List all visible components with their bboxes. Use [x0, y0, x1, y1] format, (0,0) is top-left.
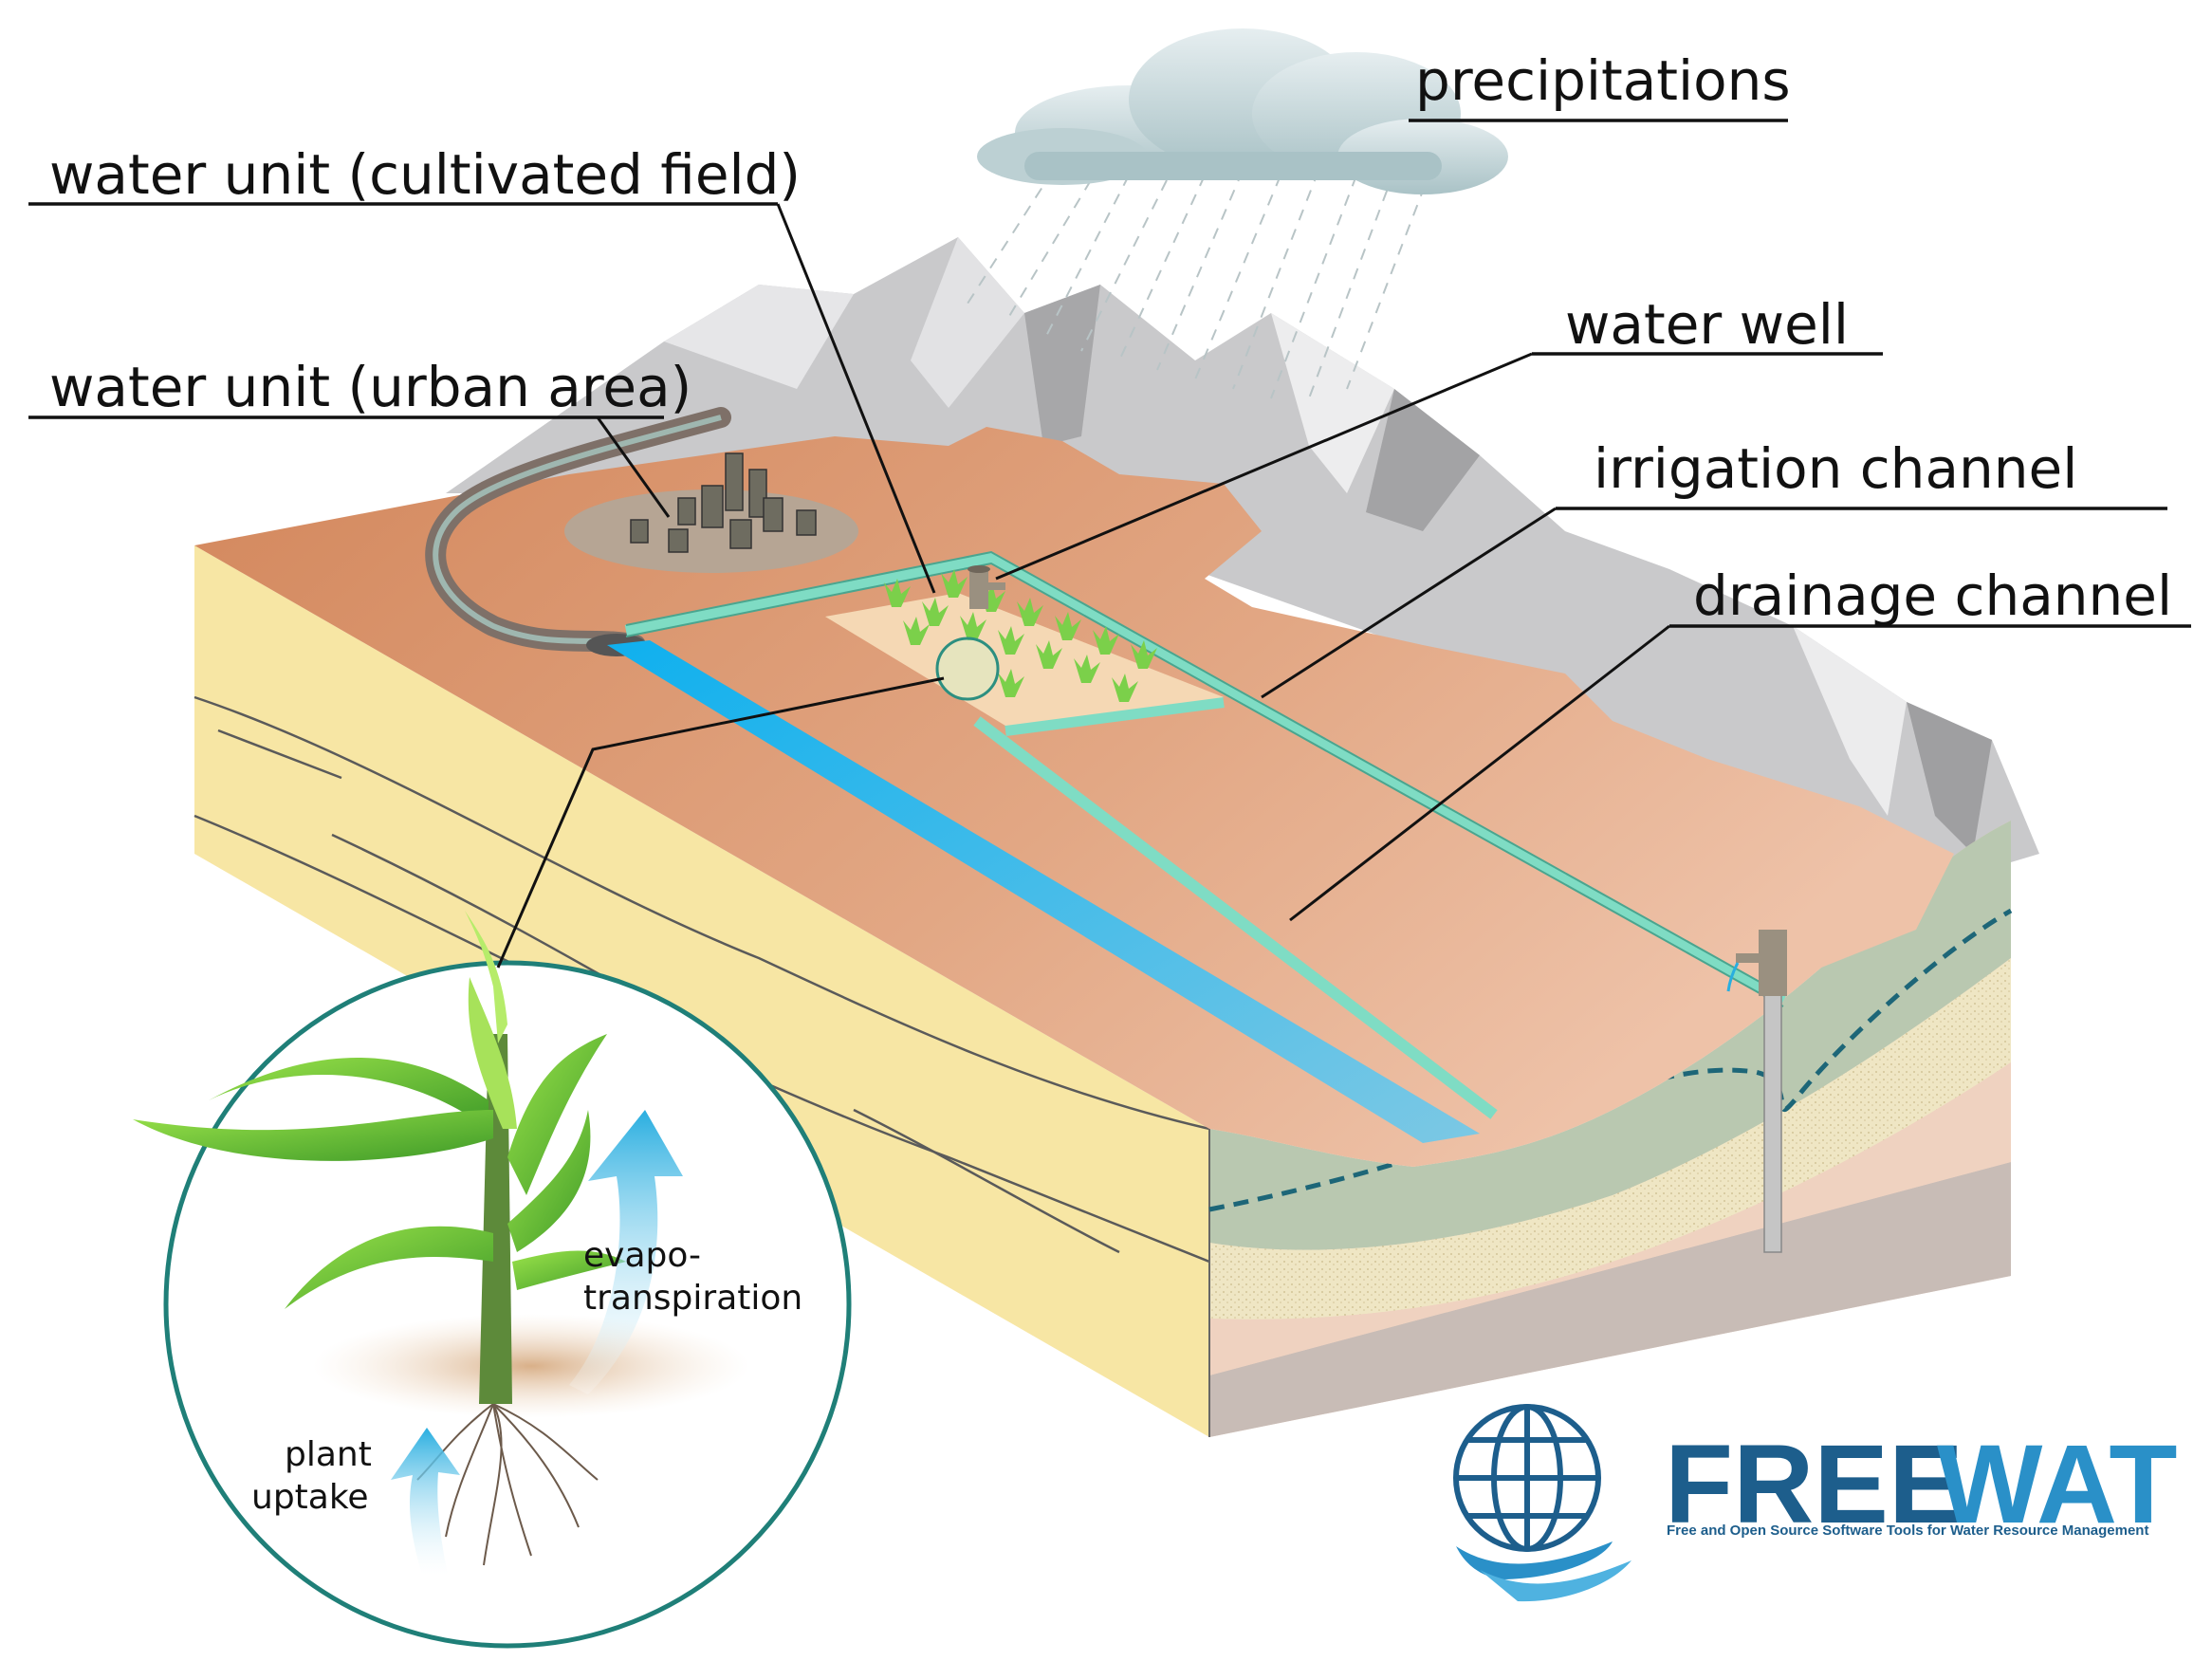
label-drainage-channel: drainage channel — [1693, 563, 2172, 628]
cultivated-field — [825, 569, 1224, 726]
urban-area — [564, 452, 858, 573]
magnifier-circle — [935, 637, 1000, 701]
label-transpiration: transpiration — [583, 1279, 802, 1318]
logo-name-part2: WAT — [1937, 1422, 2177, 1547]
label-water-unit-cultivated: water unit (cultivated field) — [49, 142, 801, 207]
irrigation-channel-network — [624, 552, 1786, 1119]
arrow-up-icon — [391, 1428, 460, 1575]
leader-lines — [28, 119, 2191, 969]
drainage-channel — [607, 640, 1480, 1143]
arrow-up-icon — [569, 1110, 683, 1394]
label-water-well: water well — [1565, 292, 1849, 357]
soil-block — [194, 545, 2013, 1437]
label-precipitations: precipitations — [1415, 48, 1791, 113]
rain-icon — [967, 165, 1433, 399]
well-icon — [1726, 930, 1787, 1253]
logo-name-part1: FREE — [1665, 1422, 1963, 1547]
label-irrigation-channel: irrigation channel — [1594, 436, 2077, 501]
corn-plant-icon — [884, 569, 1157, 702]
label-evapo: evapo- — [583, 1236, 701, 1275]
corn-plant-icon — [133, 911, 626, 1404]
globe-icon — [1453, 1404, 1601, 1552]
well-icon — [968, 565, 1005, 609]
label-water-unit-urban: water unit (urban area) — [49, 355, 691, 419]
wave-icon — [1456, 1541, 1631, 1602]
cloud-icon — [977, 28, 1508, 194]
building-icon — [630, 452, 817, 553]
label-plant: plant — [285, 1435, 372, 1474]
label-uptake: uptake — [251, 1478, 369, 1517]
plant-inset — [133, 911, 852, 1649]
freewat-logo: FREE WAT Free and Open Source Software T… — [1453, 1404, 2177, 1602]
logo-tagline: Free and Open Source Software Tools for … — [1667, 1523, 2148, 1539]
